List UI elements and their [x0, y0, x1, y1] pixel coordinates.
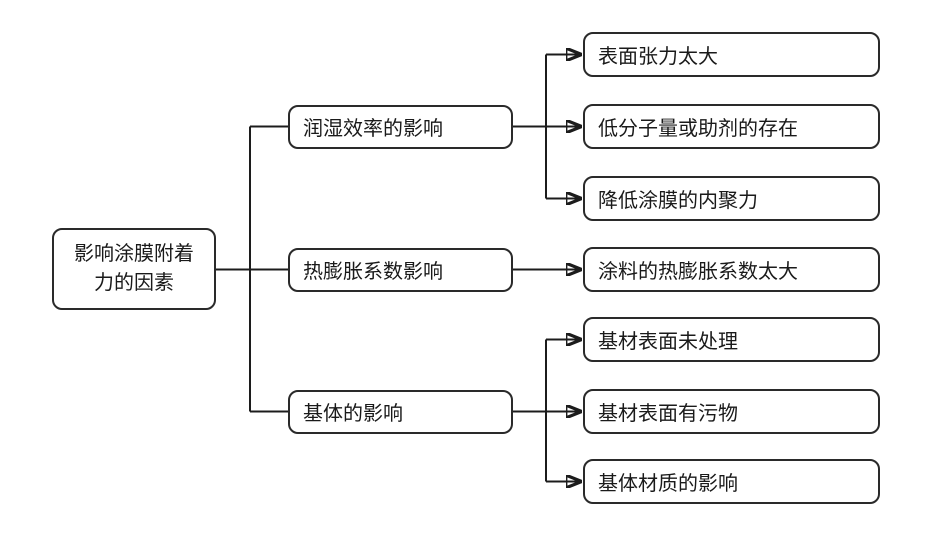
leaf-label: 基体材质的影响: [598, 473, 738, 495]
leaf-label: 涂料的热膨胀系数太大: [598, 261, 798, 283]
node-leaf-substrate-material: 基体材质的影响: [583, 459, 880, 504]
leaf-label: 基材表面未处理: [598, 331, 738, 353]
leaf-label: 降低涂膜的内聚力: [598, 190, 758, 212]
leaf-label: 表面张力太大: [598, 46, 718, 68]
branch-label: 基体的影响: [303, 403, 403, 425]
node-leaf-reduced-cohesion: 降低涂膜的内聚力: [583, 176, 880, 221]
node-root: 影响涂膜附着 力的因素: [52, 228, 216, 310]
branch-label: 热膨胀系数影响: [303, 261, 443, 283]
branch-label: 润湿效率的影响: [303, 118, 443, 140]
node-leaf-surface-tension: 表面张力太大: [583, 32, 880, 77]
root-label-line-1: 影响涂膜附着: [74, 243, 194, 265]
node-branch-wetting-efficiency: 润湿效率的影响: [288, 104, 513, 149]
leaf-label: 低分子量或助剂的存在: [598, 118, 798, 140]
node-branch-substrate: 基体的影响: [288, 389, 513, 434]
node-branch-thermal-expansion: 热膨胀系数影响: [288, 247, 513, 292]
node-leaf-low-molecular-weight: 低分子量或助剂的存在: [583, 104, 880, 149]
leaf-label: 基材表面有污物: [598, 403, 738, 425]
node-leaf-surface-contaminated: 基材表面有污物: [583, 389, 880, 434]
node-leaf-surface-untreated: 基材表面未处理: [583, 317, 880, 362]
node-leaf-coating-thermal-coefficient: 涂料的热膨胀系数太大: [583, 247, 880, 292]
root-label-line-2: 力的因素: [94, 272, 174, 294]
